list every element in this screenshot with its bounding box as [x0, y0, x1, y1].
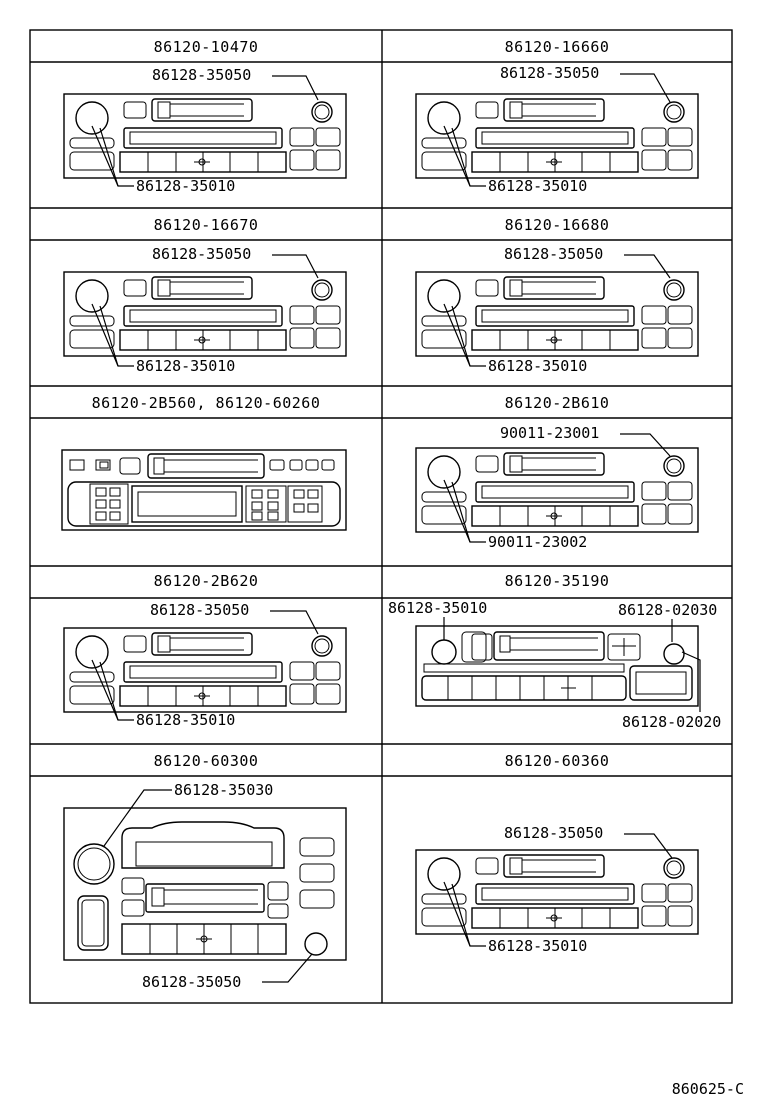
- callout-label: 86128-35050: [504, 245, 603, 263]
- header-cell-3: 86120-16670: [154, 216, 259, 234]
- callout-label: 86128-35050: [152, 245, 251, 263]
- callout-label: 86128-35010: [136, 357, 235, 375]
- radio-faceplate: [63, 271, 347, 357]
- header-cell-9: 86120-60300: [154, 752, 259, 770]
- callout-label: 86128-35010: [488, 177, 587, 195]
- callout-label: 86128-35050: [504, 824, 603, 842]
- callout-label: 86128-35050: [142, 973, 241, 991]
- radio-faceplate: [63, 627, 347, 713]
- header-cell-1: 86120-10470: [154, 38, 259, 56]
- callout-label: 86128-35050: [152, 66, 251, 84]
- radio-faceplate: [415, 625, 699, 707]
- callout-label: 86128-35030: [174, 781, 273, 799]
- radio-faceplate: [63, 93, 347, 179]
- footer-code: 860625-C: [672, 1080, 744, 1098]
- callout-label: 86128-35010: [136, 177, 235, 195]
- radio-faceplate: [415, 849, 699, 935]
- header-cell-8: 86120-35190: [505, 572, 610, 590]
- callout-label: 86128-02030: [618, 601, 717, 619]
- header-cell-2: 86120-16660: [505, 38, 610, 56]
- callout-label: 86128-02020: [622, 713, 721, 731]
- grid-frame: [29, 29, 733, 1004]
- radio-faceplate: [415, 271, 699, 357]
- callout-label: 86128-35050: [150, 601, 249, 619]
- callout-label: 86128-35050: [500, 64, 599, 82]
- header-cell-4: 86120-16680: [505, 216, 610, 234]
- radio-faceplate: [61, 449, 347, 531]
- radio-faceplate: [415, 447, 699, 533]
- callout-label: 90011-23002: [488, 533, 587, 551]
- callout-label: 90011-23001: [500, 424, 599, 442]
- callout-label: 86128-35010: [488, 937, 587, 955]
- callout-label: 86128-35010: [488, 357, 587, 375]
- radio-faceplate: [63, 807, 347, 961]
- header-cell-5: 86120-2B560, 86120-60260: [92, 394, 321, 412]
- header-cell-7: 86120-2B620: [154, 572, 259, 590]
- header-cell-6: 86120-2B610: [505, 394, 610, 412]
- callout-label: 86128-35010: [136, 711, 235, 729]
- callout-label: 86128-35010: [388, 599, 487, 617]
- radio-faceplate: [415, 93, 699, 179]
- header-cell-10: 86120-60360: [505, 752, 610, 770]
